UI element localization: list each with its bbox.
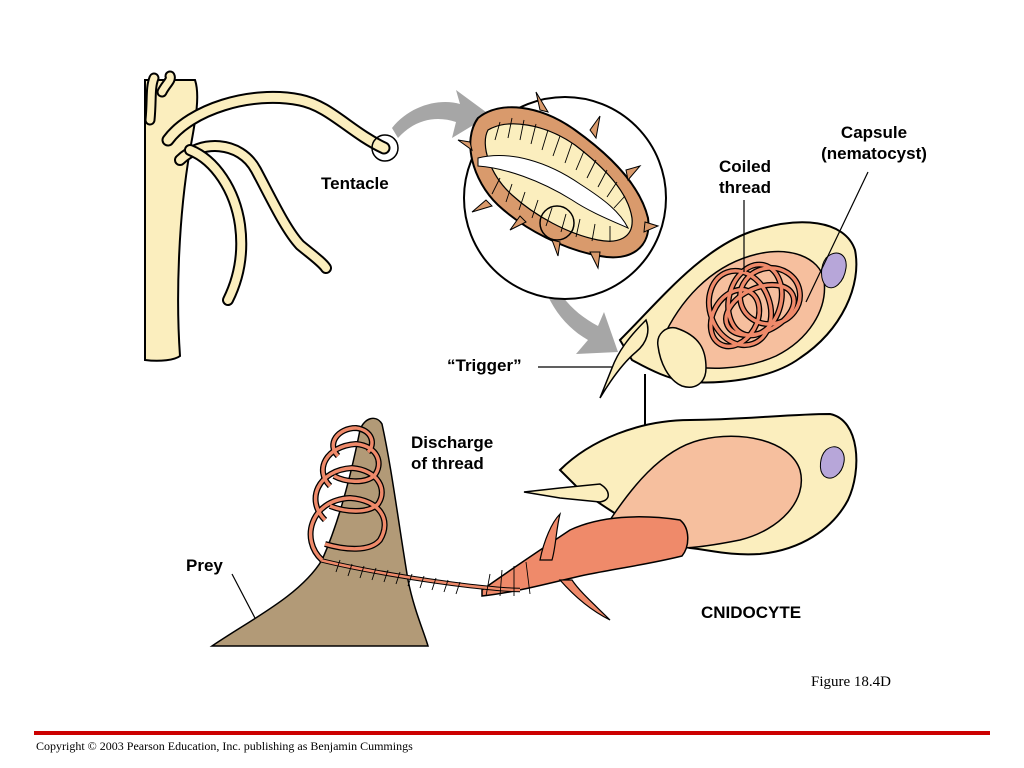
label-capsule-line1: Capsule [840, 123, 908, 142]
label-coiled-thread: Coiled thread [705, 156, 785, 198]
tentacle-zoom-circle [371, 134, 399, 162]
barb [539, 512, 562, 561]
tentacle-gut [477, 155, 630, 230]
leader-lines [231, 171, 869, 621]
label-discharge-line1: Discharge [411, 433, 494, 452]
label-discharge-line2: of thread [411, 454, 484, 473]
figure-caption: Figure 18.4D [811, 674, 891, 690]
prey [209, 417, 429, 647]
zoom-arrow-bottom [536, 246, 618, 354]
label-prey: Prey [186, 556, 223, 575]
tentacle-cells [491, 117, 626, 242]
label-cnidocyte: CNIDOCYTE [701, 603, 802, 622]
discharged-trigger [523, 483, 609, 503]
thread-spines [335, 559, 531, 597]
label-tentacle: Tentacle [321, 174, 389, 193]
tentacle-magnified [457, 91, 667, 300]
capsule-leader [805, 171, 869, 303]
capsule-lid [657, 326, 707, 388]
cnidocyte-zoom-circle [539, 205, 575, 241]
label-coiled-line1: Coiled [719, 157, 771, 176]
cnidocyte-undischarged [599, 221, 858, 399]
cnidocyte-discharged [307, 412, 858, 621]
footer-rule [34, 731, 990, 735]
label-discharge: Discharge of thread [411, 432, 493, 474]
zoom-arrow-top [392, 90, 490, 138]
nucleus [821, 252, 847, 289]
everted-thread-base [481, 516, 689, 597]
label-coiled-line2: thread [719, 178, 771, 197]
discharged-nucleus [819, 446, 845, 479]
trigger [599, 318, 649, 399]
label-capsule: Capsule (nematocyst) [806, 122, 942, 164]
label-trigger: “Trigger” [447, 356, 522, 375]
prey-leader [231, 573, 257, 621]
barb [558, 579, 611, 621]
copyright-text: Copyright © 2003 Pearson Education, Inc.… [36, 739, 413, 753]
tentacle-spines [457, 91, 660, 270]
hydra-illustration [144, 70, 399, 362]
label-capsule-line2: (nematocyst) [821, 144, 927, 163]
